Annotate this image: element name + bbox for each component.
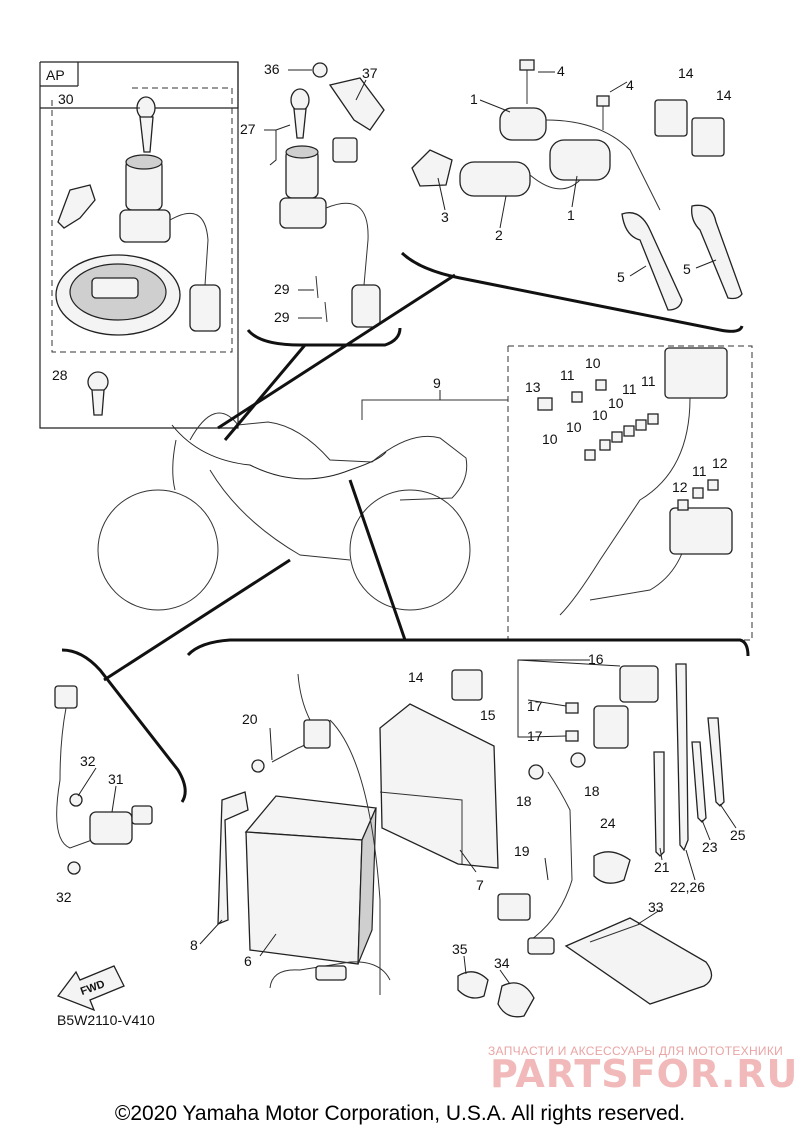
watermark-brand: PARTSFOR.RU — [490, 1052, 799, 1096]
motorcycle-outline — [97, 412, 471, 611]
callout-6: 6 — [244, 953, 252, 969]
callout-12: 12 — [672, 479, 688, 495]
callout-10: 10 — [592, 407, 608, 423]
fuse-box-frame — [507, 345, 753, 641]
leader-lines — [77, 69, 737, 985]
cable-ties — [653, 663, 725, 857]
fuse-box-icon — [537, 347, 733, 616]
callout-16: 16 — [588, 651, 604, 667]
coil-group — [411, 59, 661, 211]
callout-14: 14 — [716, 87, 732, 103]
callout-10: 10 — [608, 395, 624, 411]
callout-4: 4 — [557, 63, 565, 79]
callout-23: 23 — [702, 839, 718, 855]
callout-28: 28 — [52, 367, 68, 383]
diagram-code: B5W2110-V410 — [57, 1012, 155, 1028]
callout-14: 14 — [408, 669, 424, 685]
main-switch-group — [279, 62, 385, 328]
battery-cables — [251, 673, 391, 995]
watermark-tagline: ЗАПЧАСТИ И АКСЕССУАРЫ ДЛЯ МОТОТЕХНИКИ — [488, 1044, 784, 1058]
main-switch-bracket — [246, 327, 402, 347]
callout-25: 25 — [730, 827, 746, 843]
callout-17: 17 — [527, 728, 543, 744]
callout-32: 32 — [56, 889, 72, 905]
callout-29: 29 — [274, 281, 290, 297]
battery-band-icon — [217, 791, 249, 925]
callout-5: 5 — [617, 269, 625, 285]
callout-17: 17 — [527, 698, 543, 714]
fuel-tank-cap-icon — [55, 254, 181, 336]
battery-icon — [244, 795, 377, 965]
plus-lead-icon — [497, 752, 586, 955]
rubber-sheet-icon — [564, 917, 713, 1005]
switch-bracket-icon — [57, 184, 96, 229]
callout-18: 18 — [516, 793, 532, 809]
coil-bracket — [400, 251, 744, 333]
callout-14: 14 — [678, 65, 694, 81]
callout-24: 24 — [600, 815, 616, 831]
ignition-key-icon — [136, 96, 156, 153]
sensor-bracket — [61, 648, 187, 803]
callout-34: 34 — [494, 955, 510, 971]
key-blank-icon — [87, 371, 109, 416]
callout-15: 15 — [480, 707, 496, 723]
callout-22-26: 22,26 — [670, 879, 705, 895]
spark-plug-caps — [621, 204, 743, 311]
callout-11: 11 — [560, 367, 575, 383]
callout-20: 20 — [242, 711, 258, 727]
callout-1: 1 — [470, 91, 478, 107]
callout-13: 13 — [525, 379, 541, 395]
callout-29: 29 — [274, 309, 290, 325]
callout-5: 5 — [683, 261, 691, 277]
callout-10: 10 — [566, 419, 582, 435]
callout-37: 37 — [362, 65, 378, 81]
relay-icons — [654, 99, 725, 157]
callout-12: 12 — [712, 455, 728, 471]
callout-27: 27 — [240, 121, 256, 137]
callout-31: 31 — [108, 771, 124, 787]
wire-harness-icon — [171, 424, 387, 480]
callout-4: 4 — [626, 77, 634, 93]
starter-relay-icon — [565, 665, 659, 749]
callout-32: 32 — [80, 753, 96, 769]
battery-area-bracket — [186, 638, 750, 657]
copyright-notice: ©2020 Yamaha Motor Corporation, U.S.A. A… — [114, 1102, 686, 1125]
callout-35: 35 — [452, 941, 468, 957]
callout-36: 36 — [264, 61, 280, 77]
callout-ap: AP — [46, 67, 65, 83]
sensor-icon — [54, 685, 153, 875]
callout-7: 7 — [476, 877, 484, 893]
callout-10: 10 — [542, 431, 558, 447]
callout-9: 9 — [433, 375, 441, 391]
callout-10: 10 — [585, 355, 601, 371]
relay-small-icon — [451, 669, 483, 701]
callout-11: 11 — [641, 373, 656, 389]
callout-19: 19 — [514, 843, 530, 859]
ap-ignition-box — [39, 61, 239, 429]
callout-11: 11 — [692, 463, 707, 479]
callout-2: 2 — [495, 227, 503, 243]
callout-8: 8 — [190, 937, 198, 953]
battery-cover-icon — [379, 703, 499, 869]
callout-1: 1 — [567, 207, 575, 223]
callout-21: 21 — [654, 859, 670, 875]
callout-33: 33 — [648, 899, 664, 915]
clamp-icons — [457, 851, 631, 1018]
fwd-arrow-icon: FWD — [56, 965, 125, 1012]
callout-3: 3 — [441, 209, 449, 225]
callout-11: 11 — [622, 381, 637, 397]
callout-labels: AP 30 28 36 37 27 29 29 4 4 1 1 14 14 3 … — [46, 61, 746, 971]
callout-30: 30 — [58, 91, 74, 107]
callout-18: 18 — [584, 783, 600, 799]
ignition-switch-icon — [119, 154, 221, 332]
